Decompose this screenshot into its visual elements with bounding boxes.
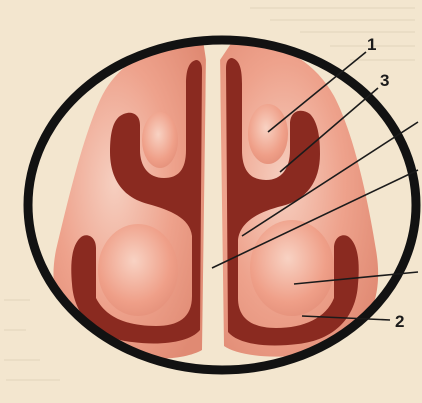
left-middle-turbinate	[98, 224, 178, 316]
label-3: 3	[380, 71, 389, 90]
nasal-septum	[204, 47, 222, 356]
label-2: 2	[395, 312, 404, 331]
right-upper-lobe	[248, 104, 288, 164]
label-1: 1	[367, 35, 376, 54]
right-middle-turbinate	[250, 220, 334, 316]
left-upper-lobe	[142, 112, 178, 168]
